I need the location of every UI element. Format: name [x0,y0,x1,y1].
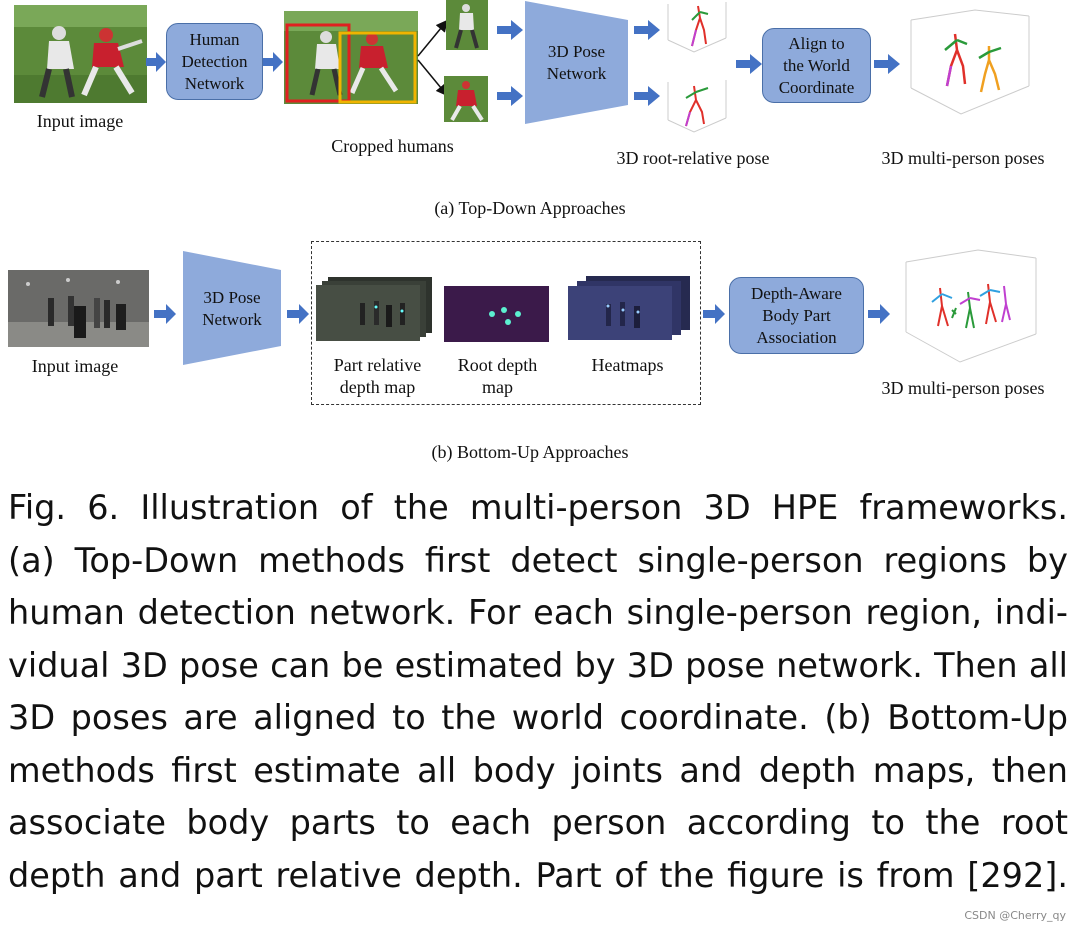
hdn-line-3: Network [184,73,245,93]
td-arrow-to-multi [874,54,900,74]
root-relative-pose-plot-1 [664,0,730,58]
root-depth-map [444,286,549,342]
align-world-coordinate-box: Align to the World Coordinate [762,28,871,103]
root-relative-pose-label: 3D root-relative pose [616,148,770,168]
bu-input-image [8,270,149,347]
caption-line-1: Fig. 6. Illustration of the multi-person… [8,488,1068,527]
td-input-label: Input image [36,111,124,131]
td-input-image [14,5,147,103]
part-relative-line-2: depth map [339,377,416,397]
td-multi-person-label: 3D multi-person poses [881,148,1045,168]
td-arrow-to-align [736,54,762,74]
caption-line-7: associate body parts to each person acco… [8,803,1068,842]
td-arrow-input-to-detection [146,52,166,72]
heatmaps-stack [568,276,694,342]
bu-pose-line-2: Network [202,310,262,329]
root-depth-line-1: Root depth [457,355,538,375]
td-pose-network: 3D Pose Network [524,0,629,125]
bu-input-label: Input image [31,356,119,376]
cropped-humans-label: Cropped humans [331,136,454,156]
align-line-3: Coordinate [778,77,855,97]
bu-arrow-maps-to-assoc [703,304,725,324]
bu-multi-person-label: 3D multi-person poses [881,378,1045,398]
align-line-1: Align to [788,33,845,53]
caption-line-2: (a) Top-Down methods first detect single… [8,540,1068,580]
bu-pose-network: 3D Pose Network [182,250,282,366]
td-pose-line-1: 3D Pose [547,42,606,61]
bu-pose-line-1: 3D Pose [203,288,261,307]
td-detection-image [284,11,418,104]
hdn-line-2: Detection [181,51,248,71]
td-arrow-detection-to-crop [263,52,283,72]
bu-multi-person-plot [900,248,1040,370]
root-depth-line-2: map [482,377,513,397]
root-relative-pose-plot-2 [664,76,730,138]
td-arrow-to-root-poses [634,20,660,106]
assoc-line-3: Association [756,327,837,347]
caption-line-4: vidual 3D pose can be estimated by 3D po… [8,645,1068,685]
bottom-up-subtitle: (b) Bottom-Up Approaches [431,442,629,462]
part-relative-label: Part relative depth map [320,354,435,398]
td-arrow-crops-to-pose [497,20,523,106]
root-depth-label: Root depth map [440,354,555,398]
caption-line-6: methods first estimate all body joints a… [8,750,1068,790]
part-relative-depth-stack [316,277,434,342]
td-multi-person-plot [905,6,1033,121]
figure-caption: Fig. 6. Illustration of the multi-person… [8,482,1068,902]
split-arrows [417,19,448,97]
assoc-line-1: Depth-Aware [751,283,842,303]
crop-human-1 [446,0,488,50]
depth-aware-association-box: Depth-Aware Body Part Association [729,277,864,354]
bu-arrow-pose-to-maps [287,304,309,324]
td-pose-line-2: Network [546,64,607,83]
caption-line-8: depth and part relative depth. Part of t… [8,855,1068,895]
heatmaps-label: Heatmaps [591,355,664,375]
align-line-2: the World [783,55,850,75]
depth-maps-dashed-group [311,241,701,405]
bu-arrow-input-to-pose [154,304,176,324]
crop-human-2 [444,76,488,122]
human-detection-network-box: Human Detection Network [166,23,263,100]
assoc-line-2: Body Part [762,305,831,325]
hdn-line-1: Human [189,29,240,49]
caption-line-3: human detection network. For each single… [8,593,1068,632]
top-down-subtitle: (a) Top-Down Approaches [434,198,626,218]
bu-arrow-assoc-to-multi [868,304,890,324]
watermark: CSDN @Cherry_qy [964,909,1066,922]
part-relative-line-1: Part relative [333,355,422,375]
caption-line-5: 3D poses are aligned to the world coordi… [8,698,1068,737]
